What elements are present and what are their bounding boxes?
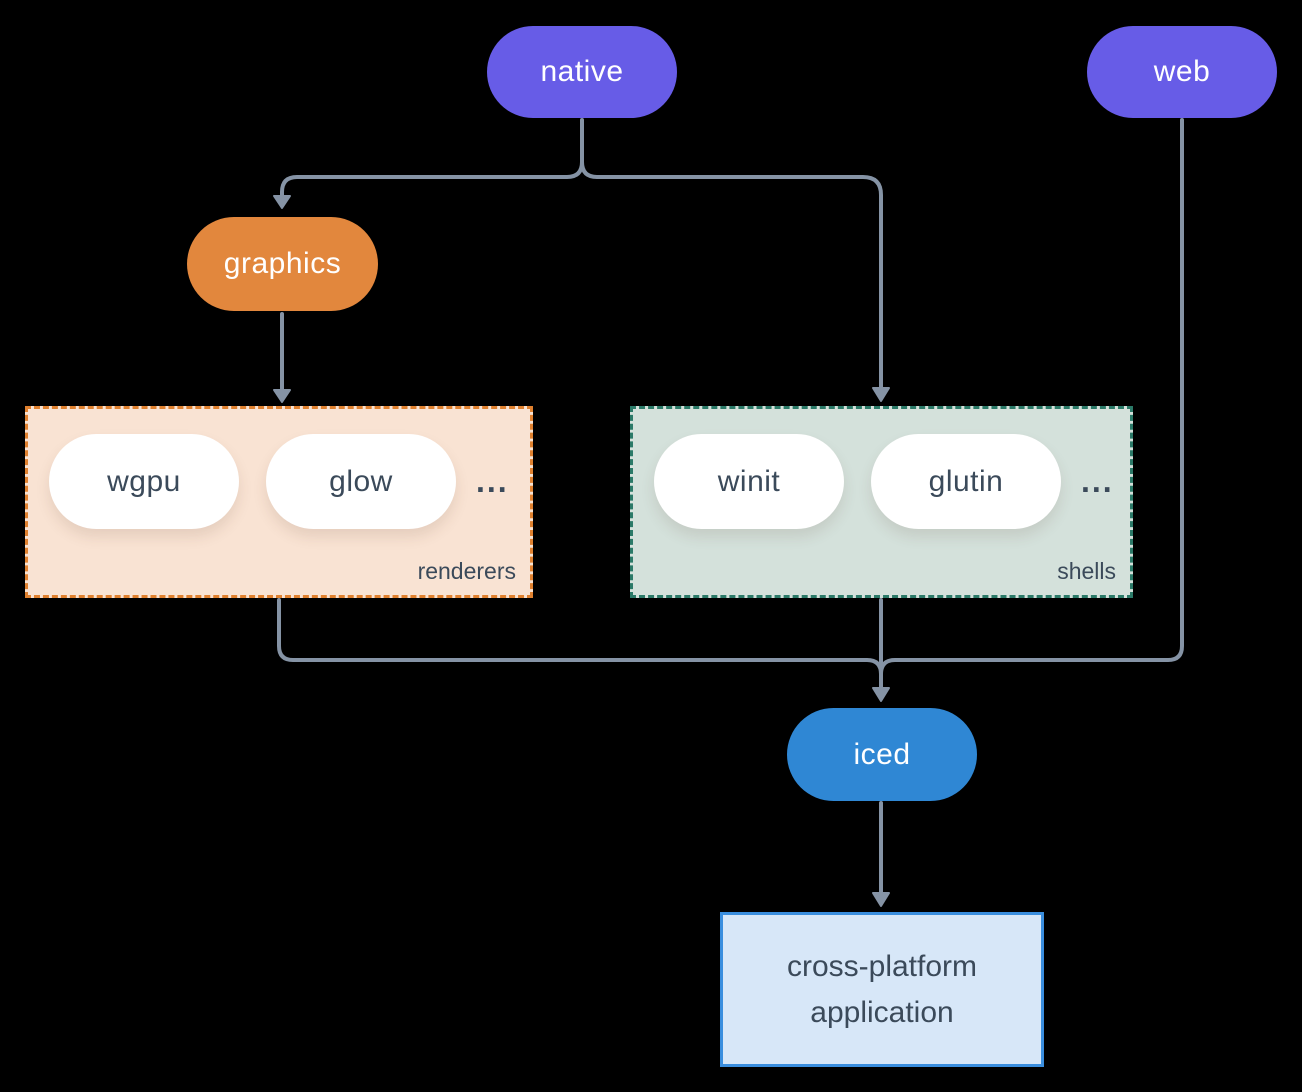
node-application: cross-platform application	[720, 912, 1044, 1067]
group-renderers-label: renderers	[417, 558, 516, 584]
pill-winit-label: winit	[717, 464, 781, 498]
pill-glow-label: glow	[329, 464, 393, 498]
pill-glutin-label: glutin	[928, 464, 1004, 498]
pill-wgpu: wgpu	[49, 434, 239, 529]
group-shells: winit glutin ... shells	[630, 406, 1133, 598]
edge-native-graphics	[280, 160, 584, 198]
group-shells-label: shells	[1057, 558, 1116, 584]
group-renderers: wgpu glow ... renderers	[25, 406, 533, 598]
arrowhead-into-iced	[872, 687, 890, 702]
pill-wgpu-label: wgpu	[107, 464, 181, 498]
renderers-ellipsis: ...	[476, 463, 509, 499]
application-label-line1: cross-platform	[786, 949, 978, 983]
arrowhead-into-graphics	[273, 195, 291, 209]
node-web-label: web	[1153, 55, 1211, 88]
shells-ellipsis: ...	[1081, 463, 1114, 499]
node-web: web	[1087, 26, 1277, 118]
pill-glow: glow	[266, 434, 456, 529]
node-native-label: native	[540, 55, 624, 88]
node-iced-label: iced	[853, 737, 911, 771]
edge-renderers-iced	[277, 598, 883, 676]
node-graphics-label: graphics	[223, 247, 342, 280]
application-label-line2: application	[810, 995, 954, 1029]
pill-winit: winit	[654, 434, 844, 529]
arrowhead-into-shells	[872, 387, 890, 402]
arrowhead-into-application	[872, 892, 890, 907]
pill-glutin: glutin	[871, 434, 1061, 529]
node-graphics: graphics	[187, 217, 378, 311]
node-native: native	[487, 26, 677, 118]
edge-native-shells	[580, 160, 883, 390]
arrowhead-into-renderers	[273, 389, 291, 403]
node-iced: iced	[787, 708, 977, 801]
